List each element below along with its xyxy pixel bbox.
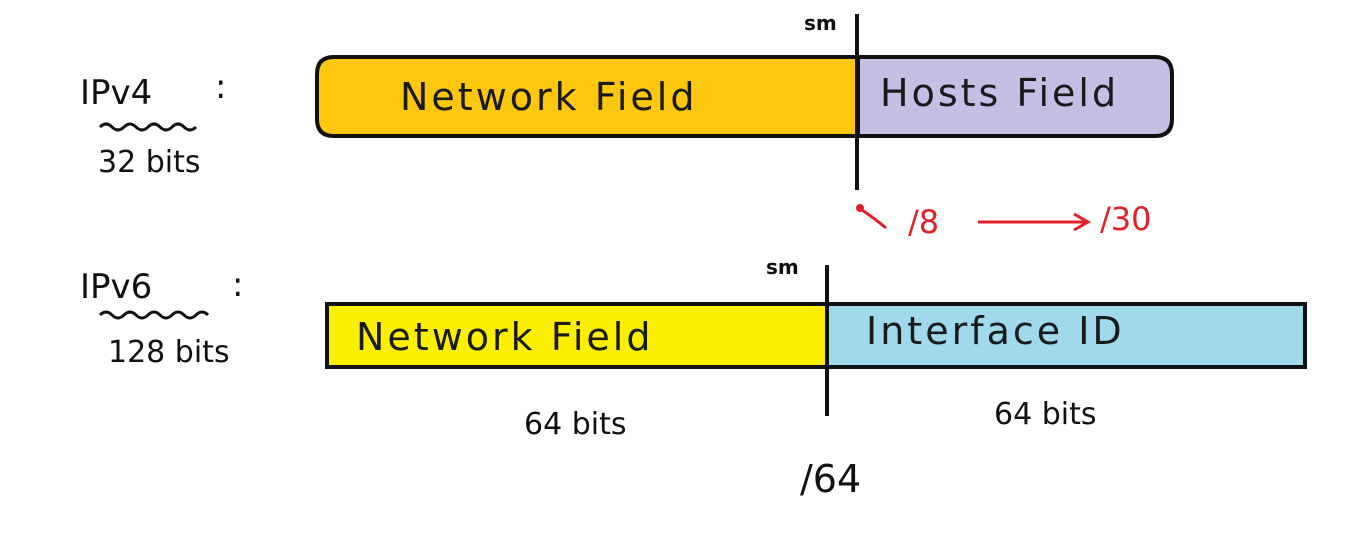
ipv4-hosts-field-label: Hosts Field [880, 71, 1119, 115]
ipv6-interface-id-label: Interface ID [866, 309, 1125, 353]
ipv4-prefix-start: /8 [908, 203, 939, 241]
ipv6-network-field-label: Network Field [356, 315, 653, 359]
red-curve [861, 208, 887, 230]
ipv6-prefix-label: /64 [800, 457, 861, 501]
ipv6-label: IPv6 [80, 267, 152, 307]
ipv6-section: IPv6 : 128 bits Network Field Interface … [80, 255, 1307, 501]
ipv4-hosts-field-box [856, 55, 1174, 138]
ipv4-bits: 32 bits [98, 145, 200, 180]
ipv4-colon: : [215, 67, 226, 107]
ipv4-network-field-label: Network Field [400, 75, 697, 119]
ipv4-prefix-end: /30 [1100, 200, 1152, 238]
ipv6-sm-label: sm [766, 255, 799, 279]
ipv6-colon: : [232, 265, 243, 305]
red-arrow-head-icon [1073, 212, 1092, 232]
ipv6-bits: 128 bits [108, 335, 230, 370]
ipv4-prefix-range-annotation: /8 /30 [856, 200, 1152, 241]
ipv4-section: IPv4 : 32 bits Network Field Hosts Field… [80, 11, 1174, 241]
ipv4-label-underline [98, 122, 198, 132]
ipv6-network-bits: 64 bits [524, 407, 626, 442]
ipv4-label: IPv4 [80, 73, 152, 113]
ipv4-network-field-box [315, 55, 860, 138]
ipv6-label-underline [98, 310, 210, 320]
ipv6-interface-bits: 64 bits [994, 397, 1096, 432]
ipv4-sm-label: sm [804, 11, 837, 35]
